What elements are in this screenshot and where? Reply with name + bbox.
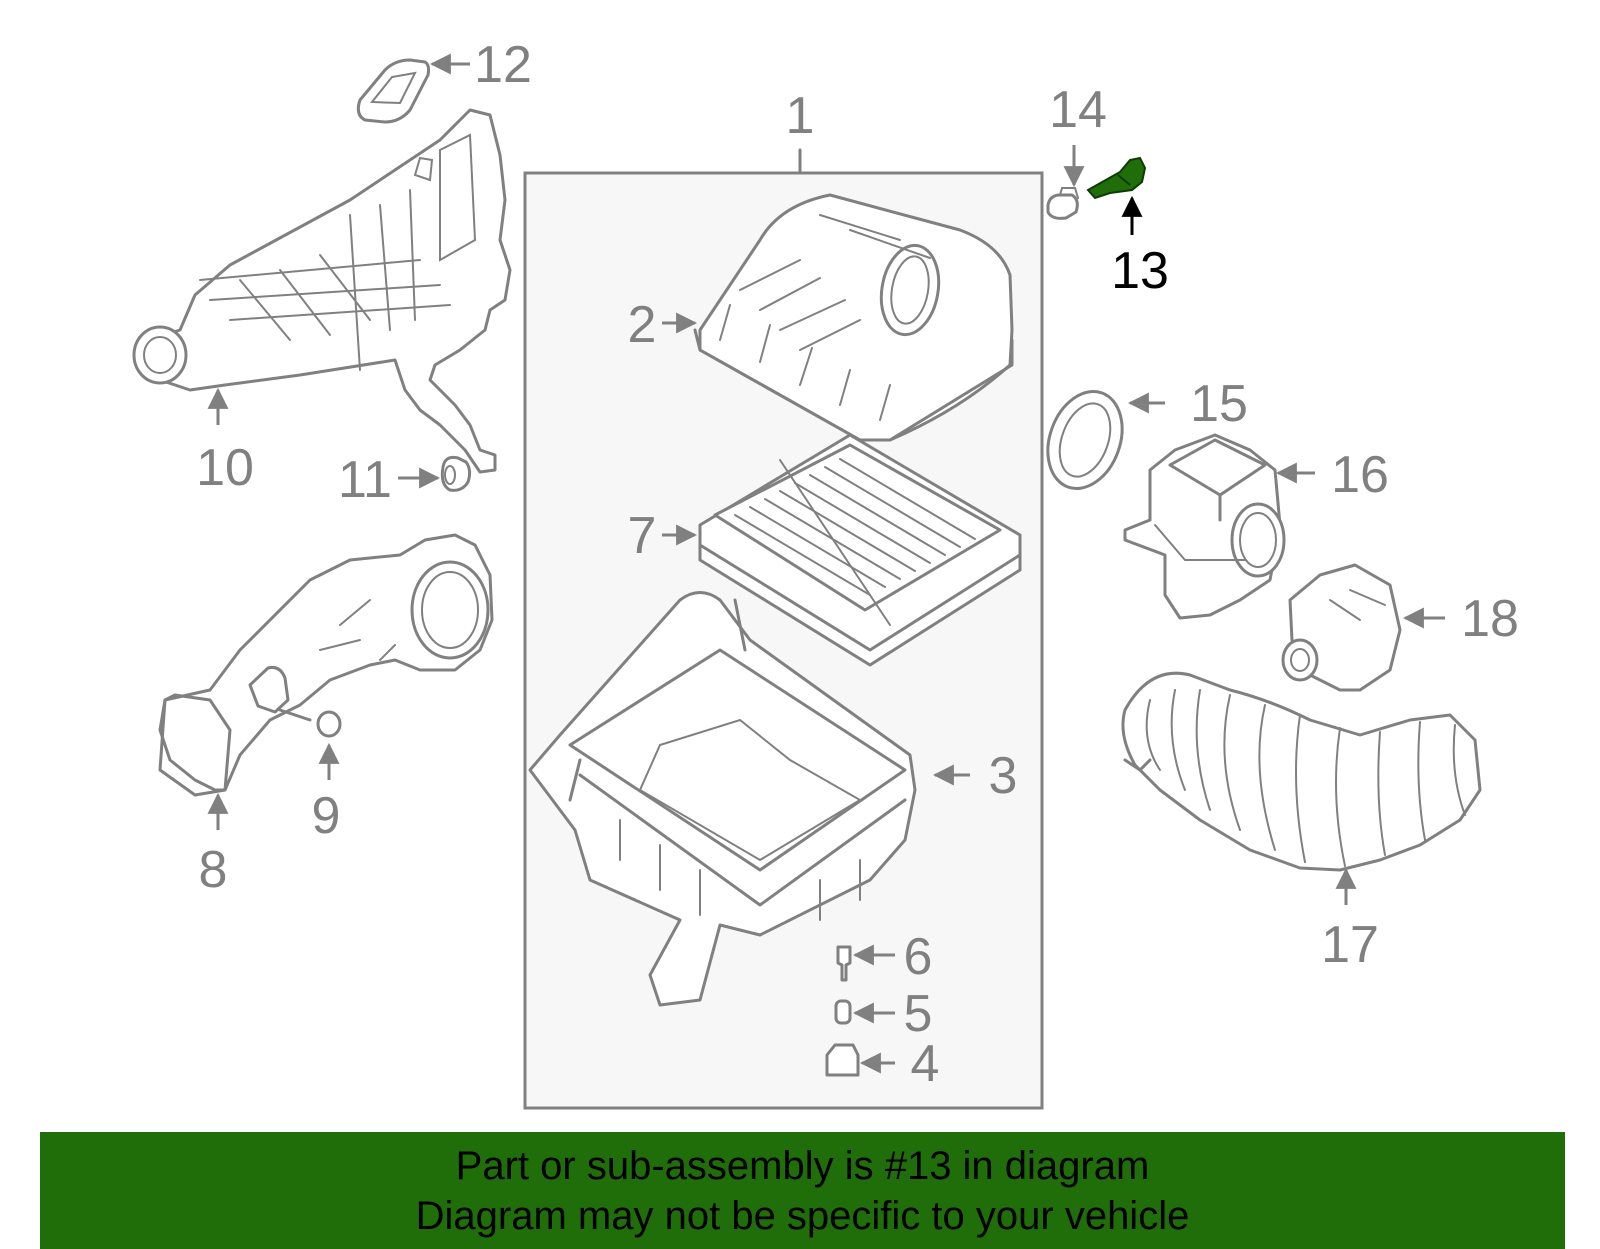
banner-line-2: Diagram may not be specific to your vehi…	[415, 1193, 1190, 1238]
part-15-seal-ring[interactable]	[1035, 381, 1135, 499]
callout-7: 7	[628, 507, 657, 565]
part-6-bolt[interactable]	[836, 945, 852, 982]
part-12-grommet[interactable]	[356, 58, 431, 124]
callout-8: 8	[199, 841, 228, 899]
callout-14: 14	[1049, 81, 1107, 139]
part-5-grommet[interactable]	[834, 999, 852, 1025]
part-18-cap[interactable]	[1281, 563, 1402, 692]
callout-labels: 1 2 7 3 6 5 4 8 9 10 11 12 14 13 15 16 1…	[196, 36, 1519, 1093]
callout-13-highlighted: 13	[1111, 242, 1169, 300]
part-9-o-ring[interactable]	[316, 710, 342, 738]
callout-arrows	[207, 53, 1445, 1074]
part-4-mount[interactable]	[825, 1043, 860, 1077]
callout-1: 1	[786, 87, 815, 145]
callout-15: 15	[1190, 375, 1248, 433]
callout-12: 12	[474, 36, 532, 94]
part-13-clip-highlighted[interactable]	[1086, 156, 1147, 200]
part-7-air-filter[interactable]	[698, 433, 1022, 667]
part-10-intake-resonator[interactable]	[132, 108, 512, 474]
callout-2: 2	[628, 296, 657, 354]
part-11-rubber-mount[interactable]	[440, 455, 472, 492]
parts-diagram: 1 2 7 3 6 5 4 8 9 10 11 12 14 13 15 16 1…	[132, 36, 1519, 1110]
callout-9: 9	[312, 787, 341, 845]
callout-11: 11	[338, 451, 392, 509]
info-banner: Part or sub-assembly is #13 in diagram D…	[40, 1132, 1565, 1249]
part-17-intake-hose[interactable]	[1121, 671, 1482, 872]
callout-3: 3	[989, 747, 1018, 805]
callout-6: 6	[904, 928, 933, 986]
callout-5: 5	[904, 985, 933, 1043]
callout-18: 18	[1461, 590, 1519, 648]
part-16-airflow-meter[interactable]	[1123, 433, 1286, 620]
part-14-screw[interactable]	[1046, 187, 1079, 220]
callout-10: 10	[196, 439, 254, 497]
callout-17: 17	[1321, 916, 1379, 974]
part-8-intake-duct[interactable]	[158, 533, 494, 797]
part-2-upper-housing[interactable]	[693, 193, 1014, 442]
callout-16: 16	[1331, 446, 1389, 504]
callout-4: 4	[911, 1035, 940, 1093]
banner-line-1: Part or sub-assembly is #13 in diagram	[455, 1143, 1150, 1188]
part-3-lower-housing[interactable]	[528, 591, 917, 1007]
